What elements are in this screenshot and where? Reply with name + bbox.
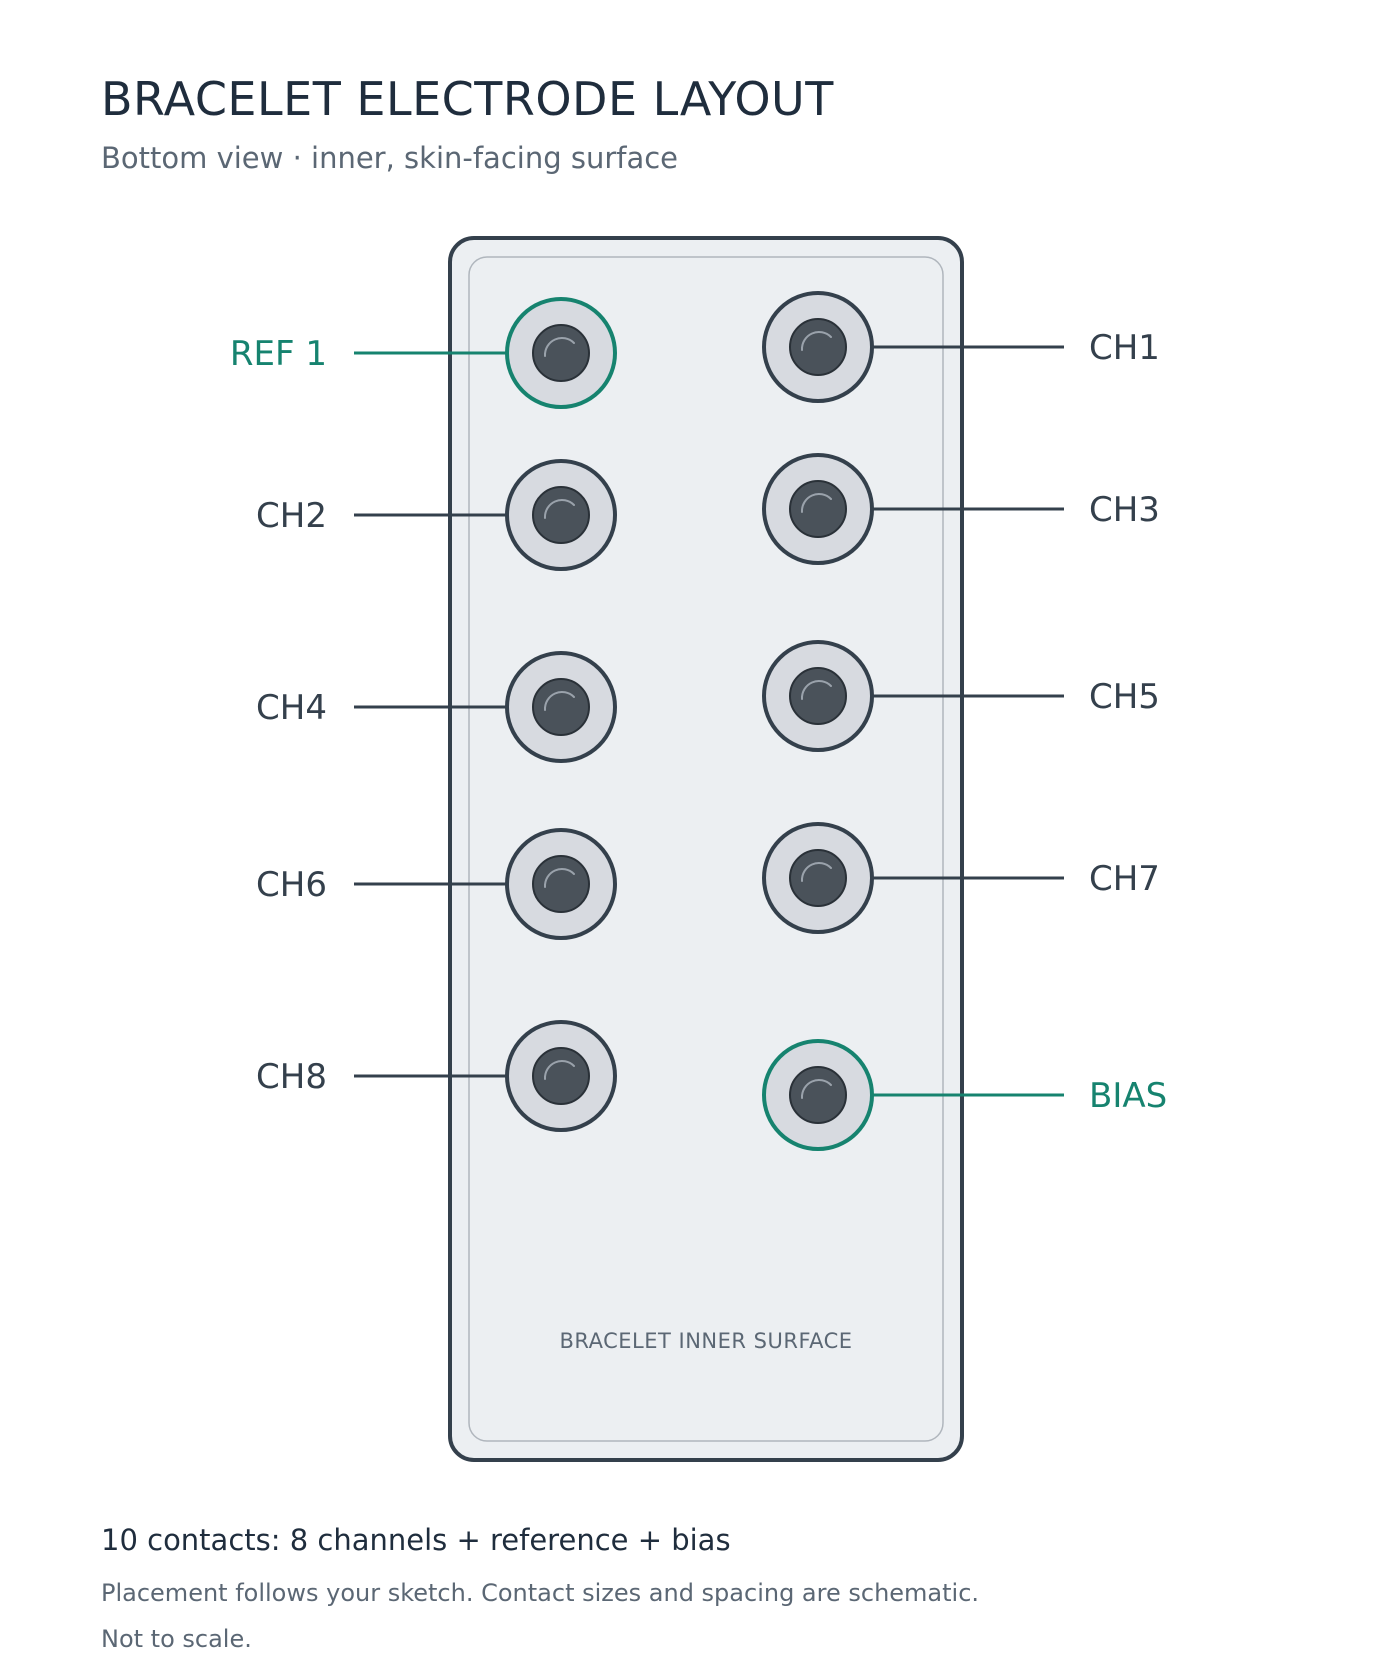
electrode-label: CH5 [1089, 677, 1160, 717]
contact-highlight [800, 331, 832, 351]
contact-highlight [543, 499, 575, 519]
electrode-contact [789, 1066, 847, 1124]
electrode-contact [789, 667, 847, 725]
electrode-contact [532, 486, 590, 544]
electrode-label: CH2 [256, 496, 327, 536]
electrode-label: CH1 [1089, 328, 1160, 368]
contact-highlight [543, 691, 575, 711]
electrode-contact [532, 324, 590, 382]
electrode-label: CH4 [256, 688, 327, 728]
electrode-label: CH6 [256, 865, 327, 905]
electrode-label: CH7 [1089, 859, 1160, 899]
electrode-ch8: CH8 [256, 1020, 617, 1132]
contact-highlight [800, 493, 832, 513]
electrode-label: CH8 [256, 1057, 327, 1097]
electrode-ch1: CH1 [762, 291, 1160, 403]
contacts-summary: 10 contacts: 8 channels + reference + bi… [101, 1523, 731, 1557]
electrode-ch4: CH4 [256, 651, 617, 763]
electrode-contact [789, 480, 847, 538]
band-label: BRACELET INNER SURFACE [559, 1329, 852, 1353]
contact-highlight [543, 337, 575, 357]
electrode-bias: BIAS [762, 1039, 1167, 1151]
contact-highlight [800, 1079, 832, 1099]
electrode-ch3: CH3 [762, 453, 1160, 565]
electrode-label: CH3 [1089, 490, 1160, 530]
footnote-placement: Placement follows your sketch. Contact s… [101, 1579, 980, 1607]
electrode-ch2: CH2 [256, 459, 617, 571]
electrode-contact [532, 855, 590, 913]
electrode-contact [789, 849, 847, 907]
electrode-label: REF 1 [230, 334, 327, 374]
contact-highlight [800, 862, 832, 882]
electrode-contact [532, 1047, 590, 1105]
page-subtitle: Bottom view · inner, skin-facing surface [101, 141, 679, 175]
electrode-contact [789, 318, 847, 376]
contact-highlight [800, 680, 832, 700]
electrode-contact [532, 678, 590, 736]
electrode-label: BIAS [1089, 1076, 1167, 1116]
page-title: BRACELET ELECTRODE LAYOUT [101, 72, 834, 126]
contact-highlight [543, 868, 575, 888]
electrode-ch5: CH5 [762, 640, 1160, 752]
electrode-ref1: REF 1 [230, 297, 617, 409]
electrode-ch7: CH7 [762, 822, 1160, 934]
electrode-ch6: CH6 [256, 828, 617, 940]
footnote-scale: Not to scale. [101, 1625, 252, 1653]
bracelet-inner-outline [468, 256, 944, 1442]
contact-highlight [543, 1060, 575, 1080]
